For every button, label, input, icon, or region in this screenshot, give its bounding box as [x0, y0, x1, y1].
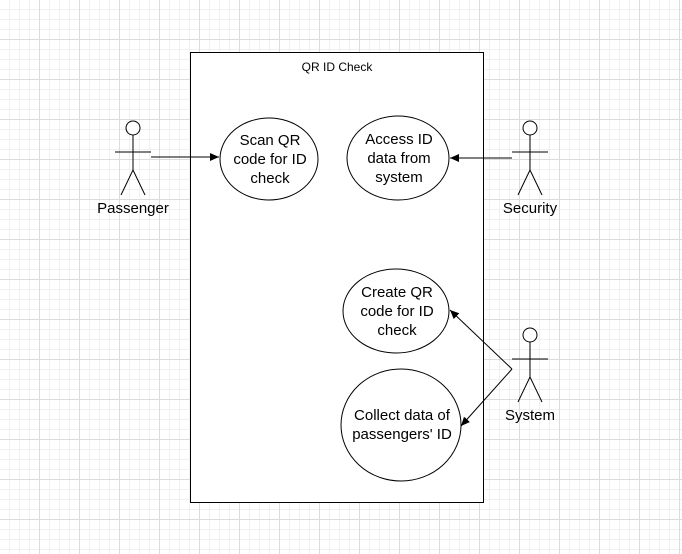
use-case-scan-qr-ellipse[interactable]: [219, 117, 319, 201]
actor-security-figure[interactable]: [512, 120, 548, 196]
use-case-create-qr-label: Create QR code for ID check: [360, 283, 434, 339]
actor-passenger-label: Passenger: [97, 200, 169, 217]
actor-security-label: Security: [502, 200, 558, 217]
use-case-scan-qr-label: Scan QR code for ID check: [233, 131, 307, 187]
use-case-access-id-label: Access ID data from system: [365, 130, 433, 186]
use-case-create-qr-ellipse[interactable]: [342, 268, 450, 354]
association-system-to-create-qr[interactable]: [449, 309, 513, 370]
association-system-to-collect-data[interactable]: [460, 368, 513, 427]
actor-system-figure[interactable]: [512, 327, 548, 403]
actor-system-label: System: [504, 407, 555, 424]
use-case-collect-data-label: Collect data of passengers' ID: [352, 407, 452, 443]
system-boundary-title: QR ID Check: [301, 60, 373, 74]
use-case-access-id-ellipse[interactable]: [346, 115, 450, 201]
actor-passenger-figure[interactable]: [115, 120, 151, 196]
